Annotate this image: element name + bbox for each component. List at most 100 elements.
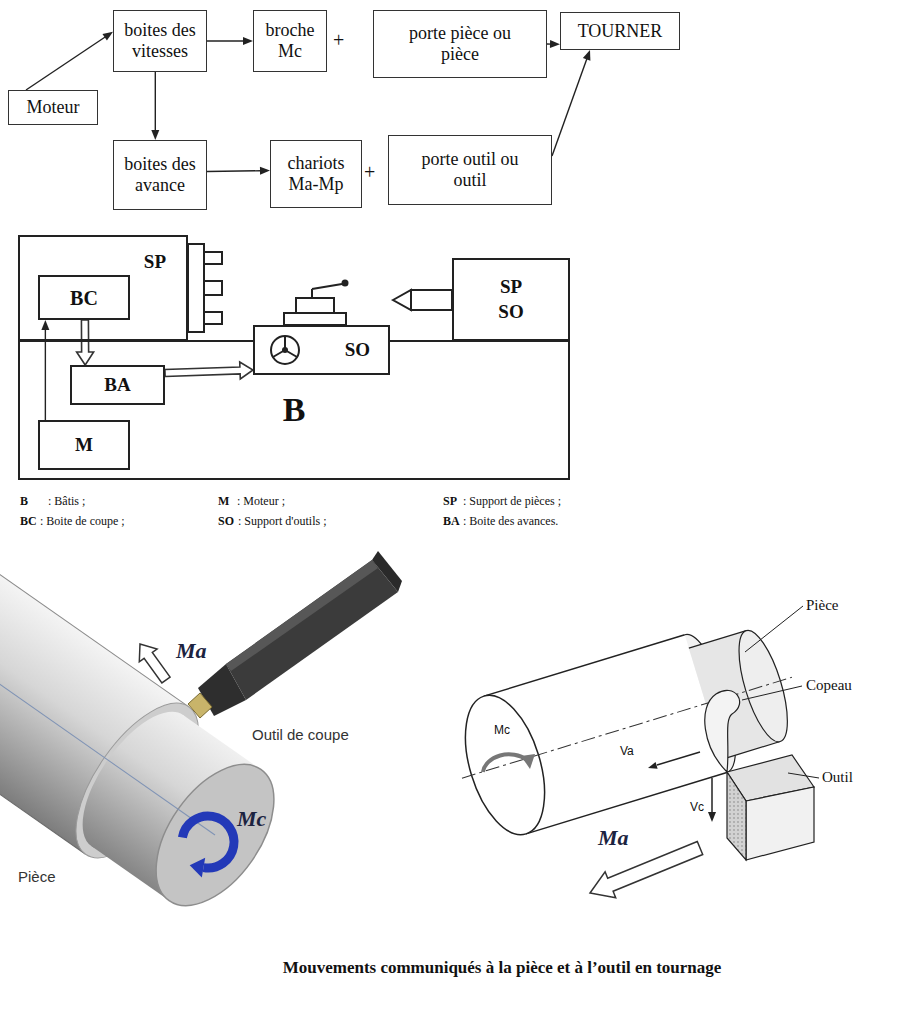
process-box: porte outil ou outil (388, 135, 552, 205)
drawing-path (273, 336, 297, 357)
node-text: SO (498, 300, 523, 325)
drawing-circle (282, 347, 288, 353)
arrow-head (550, 40, 560, 48)
drawing-path (708, 812, 716, 822)
node-text: boites des vitesses (118, 20, 202, 61)
node-text: broche Mc (258, 20, 322, 61)
drawing-line (745, 606, 803, 652)
legend-key: B (20, 494, 28, 508)
drawing-path (648, 762, 658, 769)
motion-label: Ma (176, 638, 207, 664)
motion-label: Ma (598, 825, 629, 851)
drawing-path (182, 816, 234, 868)
node-text: SP (144, 251, 166, 274)
drawing-line (723, 742, 780, 760)
node-text: Moteur (27, 97, 80, 118)
legend-text: : Boite de coupe ; (40, 514, 125, 528)
connector-line (207, 40, 244, 41)
drawing-path (521, 754, 535, 769)
figure-caption: Mouvements communiqués à la pièce et à l… (100, 958, 904, 978)
legend-text: : Boite des avances. (463, 514, 558, 528)
velocity-vector (648, 752, 716, 822)
connector-line (552, 58, 587, 156)
process-box: broche Mc (253, 10, 327, 72)
gearbox-box: BA (70, 365, 165, 405)
drawing-rect (284, 313, 346, 325)
part-label: Outil (822, 768, 853, 786)
handwheel-symbol (265, 330, 305, 370)
connector-line (26, 37, 106, 90)
connector (207, 167, 270, 175)
rotation-arrow (182, 816, 234, 877)
node-text: B (283, 390, 306, 431)
arrow-head (260, 167, 270, 175)
connector (41, 320, 49, 420)
drawing-rect (296, 298, 334, 313)
drawing-rect (204, 252, 222, 264)
connector-line (207, 170, 261, 172)
arrow-head (151, 130, 159, 140)
drawing-path (727, 772, 746, 860)
tool-post (284, 280, 349, 326)
process-box: boites des avance (113, 140, 207, 210)
arrow-head (243, 37, 253, 45)
drawing-ellipse (729, 625, 797, 746)
legend-key: BA (443, 514, 460, 528)
chuck (188, 244, 222, 332)
legend-text: : Moteur ; (237, 494, 285, 508)
node-text: porte pièce ou pièce (394, 23, 526, 64)
part-label: Copeau (806, 676, 852, 694)
hollow-arrow (77, 320, 94, 365)
legend-key: SP (443, 494, 457, 508)
node-text: boites des avance (118, 154, 202, 195)
tailstock: SPSO (452, 258, 570, 341)
drawing-path (372, 551, 402, 592)
part-label: Outil de coupe (252, 726, 349, 744)
legend-text: : Bâtis ; (48, 494, 85, 508)
rotation-arrow (483, 754, 535, 772)
arrow-head (41, 320, 49, 330)
plus-sign: + (333, 28, 344, 52)
feed-arrow (139, 644, 170, 683)
drawing-circle (271, 336, 299, 364)
node-text: SO (345, 339, 370, 362)
part-label: Pièce (806, 596, 838, 614)
process-box: Moteur (8, 90, 98, 125)
node-text: porte outil ou outil (407, 149, 533, 190)
drawing-path (312, 284, 342, 298)
arrow-head (102, 32, 113, 41)
legend-text: : Support d'outils ; (238, 514, 327, 528)
drawing-path (188, 693, 212, 718)
carriage: SO (253, 325, 390, 375)
gearbox-box: BC (38, 275, 130, 320)
connector (165, 362, 253, 379)
result-box: TOURNER (560, 12, 680, 50)
drawing-rect (204, 312, 222, 324)
connector (26, 32, 113, 90)
drawing-path (483, 754, 527, 772)
drawing-path (393, 290, 411, 310)
cutting-tool-3d (188, 551, 402, 718)
hollow-arrow (165, 362, 253, 379)
drawing-path (746, 787, 814, 860)
drawing-circle (342, 280, 349, 287)
motion-label: Mc (237, 806, 266, 832)
drawing-path (226, 560, 398, 700)
drawing-line (689, 631, 746, 649)
process-box: porte pièce ou pièce (373, 10, 547, 78)
drawing-line (526, 772, 727, 833)
drawing-line (0, 691, 86, 854)
motor-box: M (38, 420, 130, 470)
drawing-rect (204, 281, 222, 295)
tailstock-centre (393, 290, 452, 310)
plus-sign: + (364, 160, 375, 184)
drawing-path (226, 560, 378, 671)
connector (207, 37, 253, 45)
connector (77, 320, 94, 365)
drawing-rect (411, 290, 452, 310)
drawing-line (711, 778, 713, 812)
legend-key: BC (20, 514, 37, 528)
node-text: BA (104, 374, 130, 397)
headstock: SP BC (18, 235, 188, 341)
arrow-head (583, 50, 591, 61)
